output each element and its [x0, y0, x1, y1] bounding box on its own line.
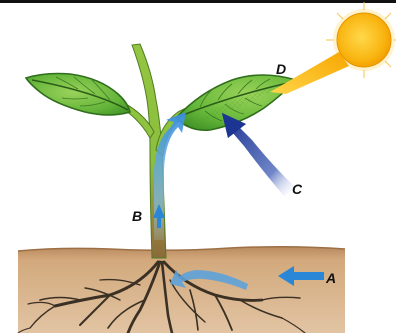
- left-leaf: [26, 74, 130, 116]
- label-b: B: [132, 208, 142, 224]
- air-arrow-c: [222, 113, 296, 196]
- soil: [18, 247, 345, 333]
- top-border: [0, 0, 396, 3]
- label-c: C: [292, 181, 303, 197]
- label-d: D: [276, 61, 286, 77]
- label-a: A: [325, 270, 336, 286]
